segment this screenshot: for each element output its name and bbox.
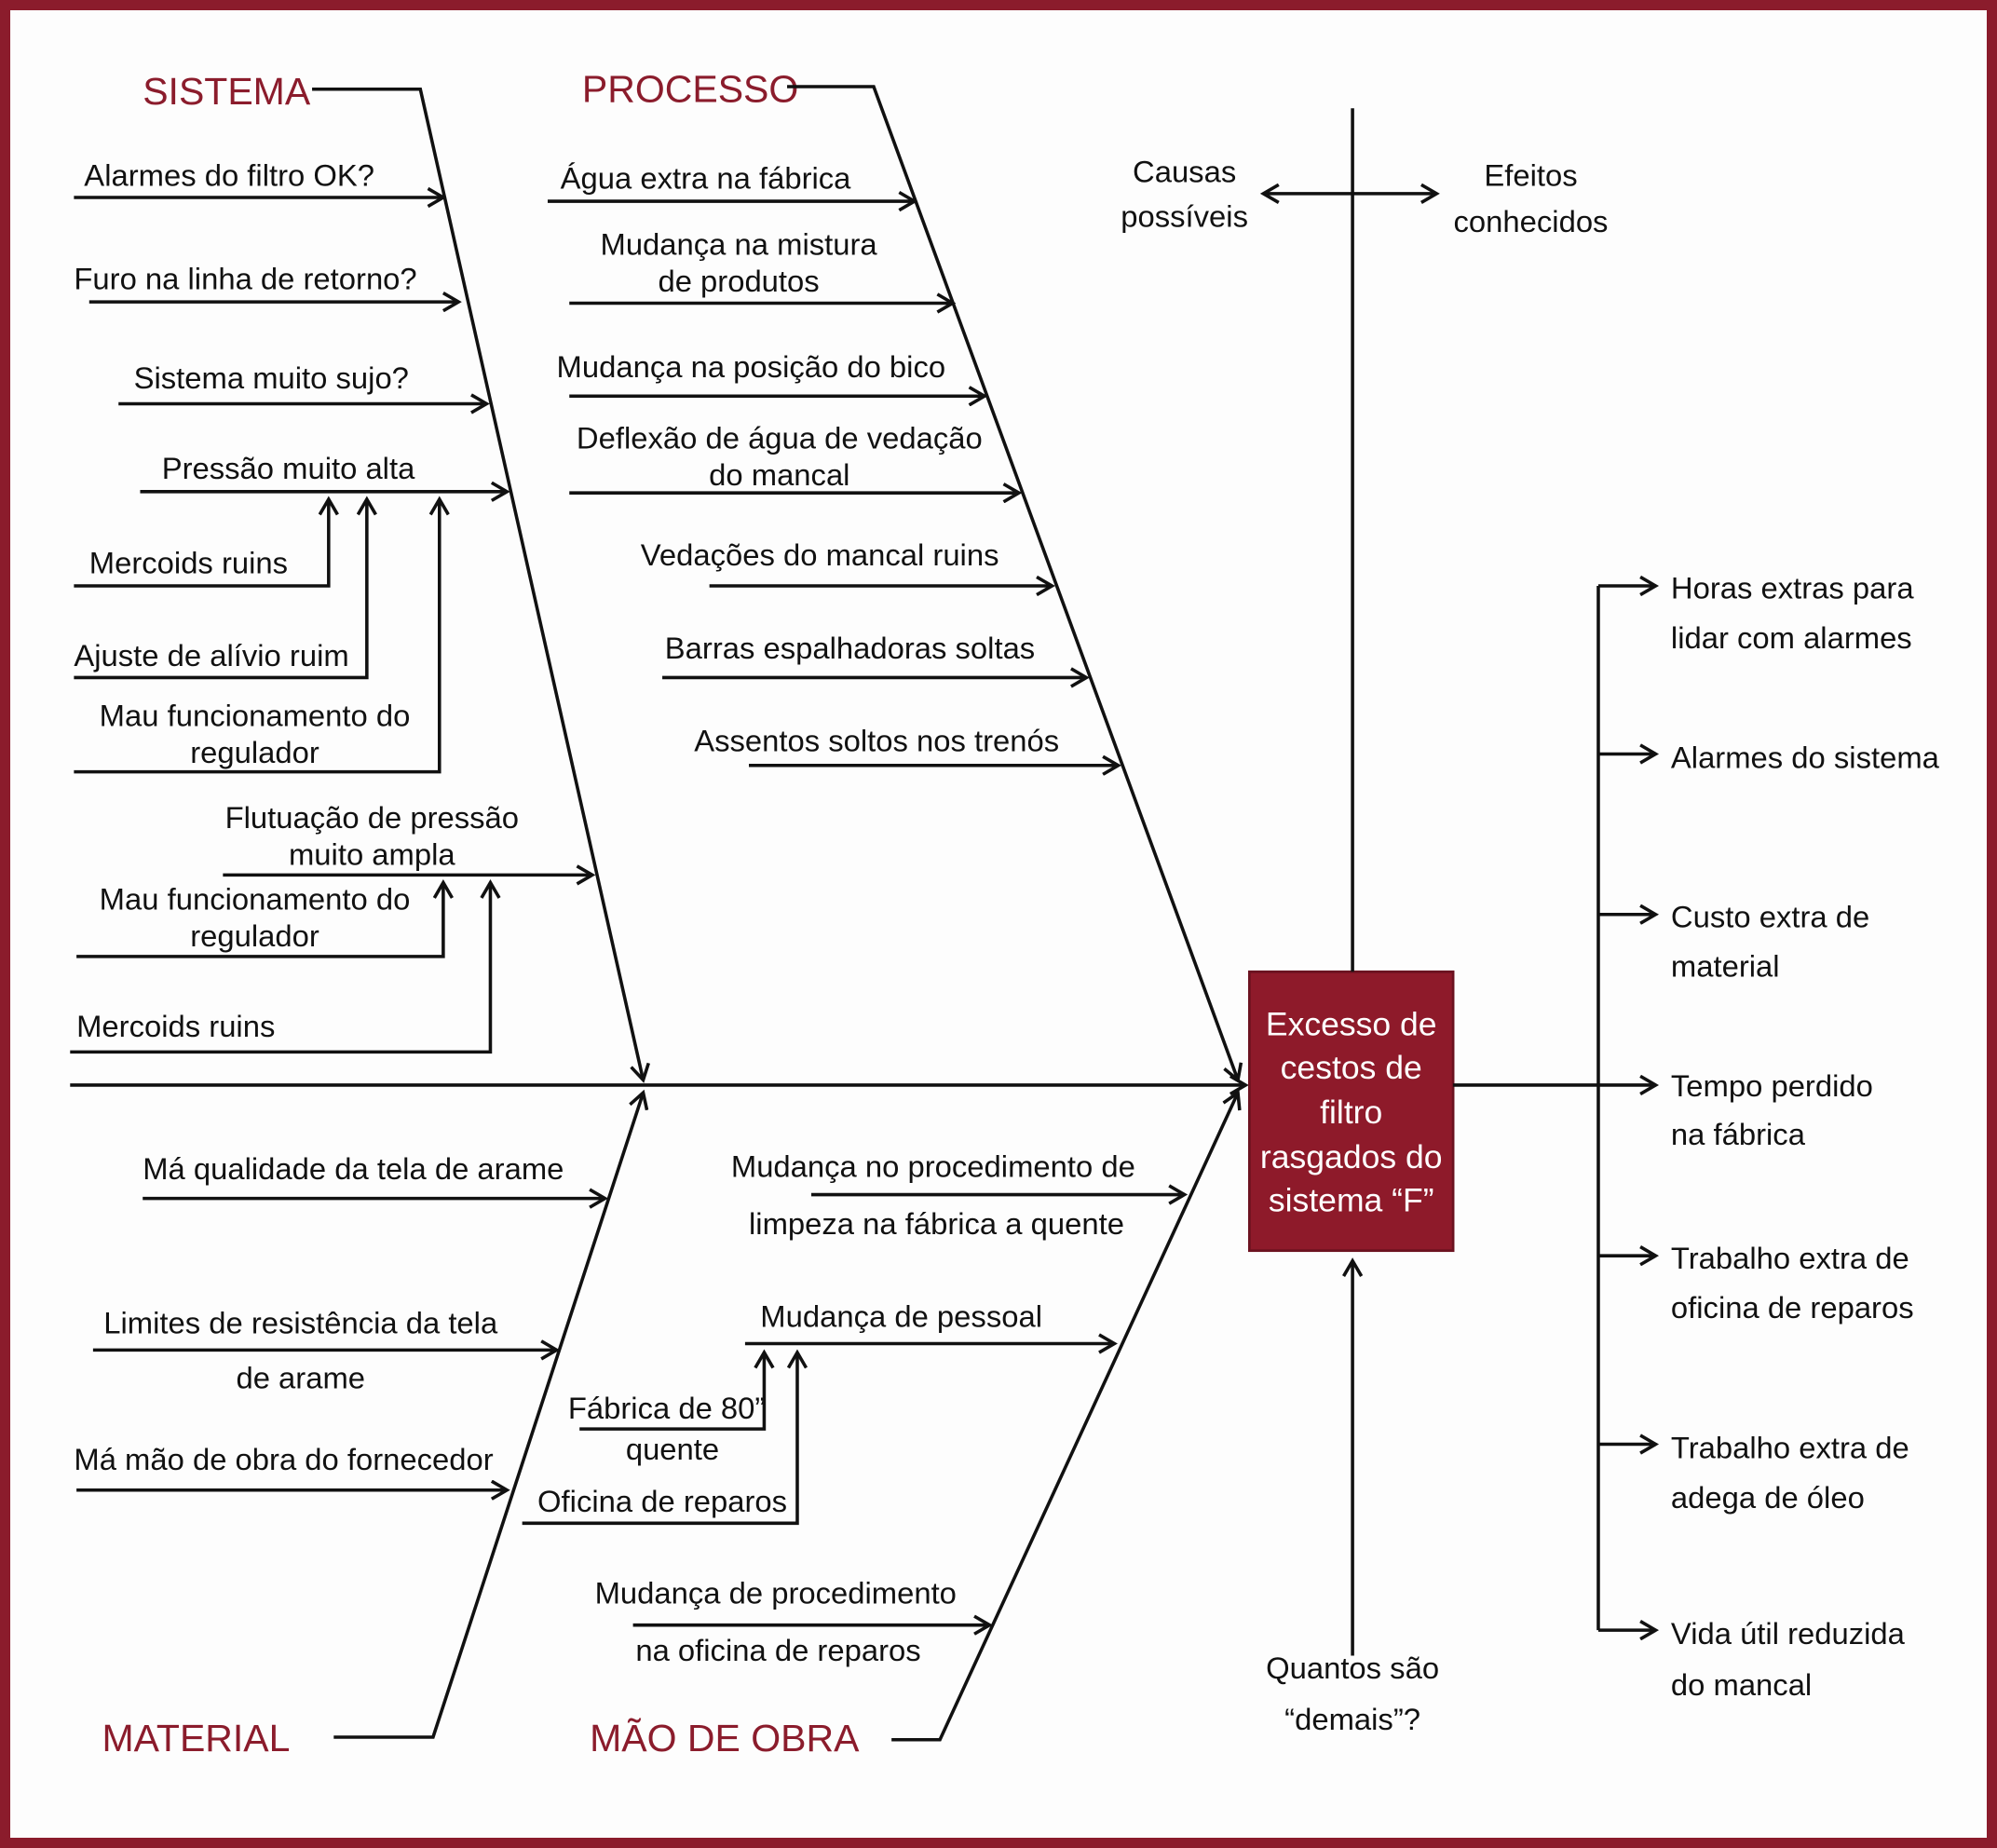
category-mao-de-obra: MÃO DE OBRA Mudança no procedimento de l… [522, 1093, 1238, 1760]
effect-label: Trabalho extra de [1671, 1431, 1909, 1465]
effect-line: rasgados do [1260, 1138, 1443, 1175]
subcause-arrow [70, 883, 490, 1054]
effect-line: cestos de [1281, 1049, 1422, 1086]
legend-effects: conhecidos [1454, 204, 1609, 238]
subcause-label: Mercoids ruins [89, 545, 288, 579]
effect-line: sistema “F” [1269, 1181, 1434, 1218]
subcause-arrow [579, 1352, 764, 1431]
legend-effects: Efeitos [1484, 158, 1577, 193]
question-text: Quantos são [1266, 1651, 1439, 1685]
cause-label: Mudança na posição do bico [557, 349, 946, 384]
category-bone [891, 1093, 1238, 1742]
cause-label: Mudança no procedimento de [731, 1148, 1135, 1183]
effect-line: Excesso de [1266, 1006, 1437, 1043]
effect-box: Excesso de cestos de filtro rasgados do … [1247, 970, 1455, 1253]
effect-label: lidar com alarmes [1671, 620, 1912, 655]
legend-causes: possíveis [1121, 198, 1248, 233]
subcause-arrow [74, 499, 366, 680]
cause-label: Mudança de procedimento [595, 1575, 957, 1610]
subcause-label: regulador [190, 918, 319, 953]
subcause-label: Ajuste de alívio ruim [74, 638, 348, 673]
subcause-arrow [522, 1352, 797, 1526]
category-bone [312, 87, 643, 1080]
effect-label: oficina de reparos [1671, 1290, 1914, 1325]
cause-label: Vedações do mancal ruins [641, 537, 999, 572]
cause-label: Deflexão de água de vedação [577, 420, 983, 455]
category-sistema: SISTEMA Alarmes do filtro OK? Furo na li… [70, 70, 643, 1080]
subcause-arrow [74, 499, 439, 774]
category-label: SISTEMA [143, 70, 311, 113]
cause-label: Pressão muito alta [162, 451, 415, 485]
cause-label: Limites de resistência da tela [103, 1306, 498, 1340]
category-label: MÃO DE OBRA [590, 1717, 860, 1760]
effect-label: Horas extras para [1671, 571, 1914, 605]
category-processo: PROCESSO Água extra na fábrica Mudança n… [547, 67, 1238, 1080]
effect-label: na fábrica [1671, 1117, 1806, 1151]
cause-label: Água extra na fábrica [561, 160, 852, 195]
subcause-label: quente [626, 1432, 719, 1466]
effect-line: filtro [1320, 1094, 1382, 1131]
cause-label: na oficina de reparos [635, 1633, 920, 1667]
category-label: PROCESSO [582, 67, 798, 110]
cause-label: Sistema muito sujo? [134, 360, 409, 395]
cause-label: muito ampla [289, 836, 455, 871]
question-text: “demais”? [1284, 1702, 1420, 1736]
fishbone-diagram: Excesso de cestos de filtro rasgados do … [70, 67, 1940, 1760]
cause-label: Má mão de obra do fornecedor [74, 1442, 493, 1476]
subcause-label: Oficina de reparos [537, 1484, 787, 1518]
cause-label: Mudança na mistura [601, 227, 878, 262]
category-bone [787, 85, 1238, 1080]
cause-label: Flutuação de pressão [225, 800, 519, 835]
effect-label: Alarmes do sistema [1671, 741, 1940, 775]
subcause-label: Fábrica de 80” [568, 1391, 765, 1425]
category-material: MATERIAL Má qualidade da tela de arame L… [74, 1093, 643, 1760]
subcause-label: regulador [190, 735, 319, 769]
subcause-label: Mercoids ruins [76, 1009, 275, 1043]
effect-label: Vida útil reduzida [1671, 1616, 1906, 1651]
cause-label: de arame [236, 1360, 365, 1394]
legend-causes: Causas [1133, 155, 1236, 189]
cause-label: Alarmes do filtro OK? [84, 158, 374, 193]
cause-label: Barras espalhadoras soltas [665, 631, 1035, 665]
cause-label: Má qualidade da tela de arame [143, 1151, 564, 1186]
effect-label: material [1671, 949, 1780, 984]
effect-label: Tempo perdido [1671, 1068, 1873, 1103]
cause-label: de produtos [658, 264, 819, 298]
cause-label: Assentos soltos nos trenós [694, 724, 1059, 758]
effect-label: do mancal [1671, 1667, 1812, 1702]
effect-label: Trabalho extra de [1671, 1241, 1909, 1275]
cause-label: Mudança de pessoal [760, 1299, 1042, 1334]
subcause-label: Mau funcionamento do [100, 698, 411, 732]
effect-label: Custo extra de [1671, 899, 1869, 933]
category-bone [333, 1093, 643, 1739]
category-label: MATERIAL [102, 1717, 290, 1760]
effect-label: adega de óleo [1671, 1480, 1865, 1515]
cause-label: do mancal [709, 457, 849, 492]
cause-label: Furo na linha de retorno? [74, 261, 416, 295]
subcause-arrow [76, 883, 443, 958]
cause-label: limpeza na fábrica a quente [749, 1206, 1124, 1241]
subcause-arrow [74, 499, 328, 588]
effects-list: Horas extras para lidar com alarmes Alar… [1453, 571, 1940, 1702]
subcause-label: Mau funcionamento do [100, 881, 411, 916]
